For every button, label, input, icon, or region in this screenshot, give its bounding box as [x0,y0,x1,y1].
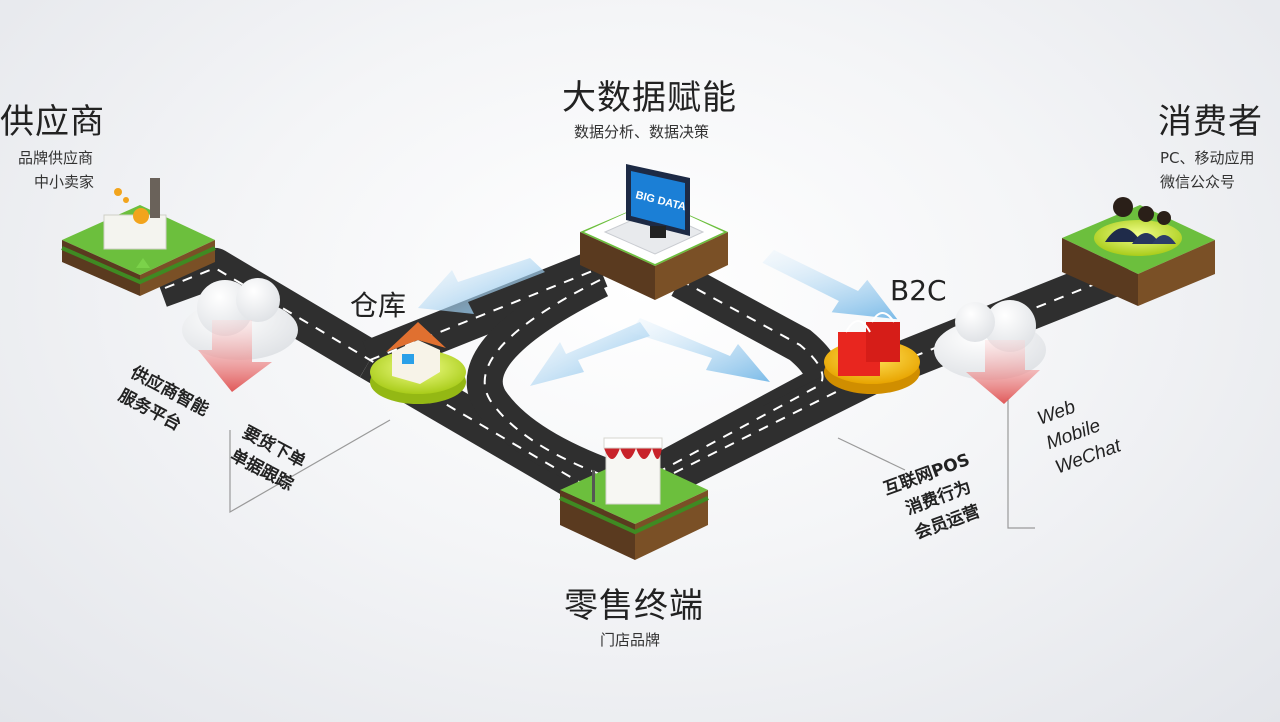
arrow-to-warehouse [418,258,545,314]
consumer-line-2: 微信公众号 [1160,173,1236,191]
shopping-bags-icon [838,312,900,376]
retail-subtitle: 门店品牌 [600,631,661,649]
monitor-icon [626,164,690,238]
retail-tile [559,437,709,560]
down-arrow-consumer [966,340,1040,404]
warehouse-label: 仓库 [350,289,407,322]
arrow-down-right [630,318,770,382]
b2c-label: B2C [890,274,947,307]
warehouse-node [370,322,466,404]
supplier-cloud [182,278,298,392]
supplier-line-2: 中小卖家 [34,173,95,191]
consumer-cloud [934,300,1046,404]
house-icon [386,322,446,384]
retail-title: 零售终端 [564,586,704,626]
consumer-line-1: PC、移动应用 [1160,149,1255,167]
arrow-to-b2c [762,249,898,320]
down-arrow-supplier [198,320,272,392]
supplier-line-1: 品牌供应商 [18,149,94,167]
supplier-tile [61,178,216,296]
storefront-icon [592,437,663,505]
arrow-down-left [530,322,650,386]
consumer-tile [1062,197,1215,306]
users-icon [1105,197,1176,244]
bigdata-subtitle: 数据分析、数据决策 [574,123,710,141]
bigdata-title: 大数据赋能 [562,78,737,118]
b2c-node [824,312,920,394]
bigdata-tile: BIG DATA [580,164,728,300]
data-flow-arrows [418,249,898,386]
guide-lines [229,398,1035,529]
supplier-title: 供应商 [0,102,105,142]
consumer-title: 消费者 [1158,102,1263,142]
